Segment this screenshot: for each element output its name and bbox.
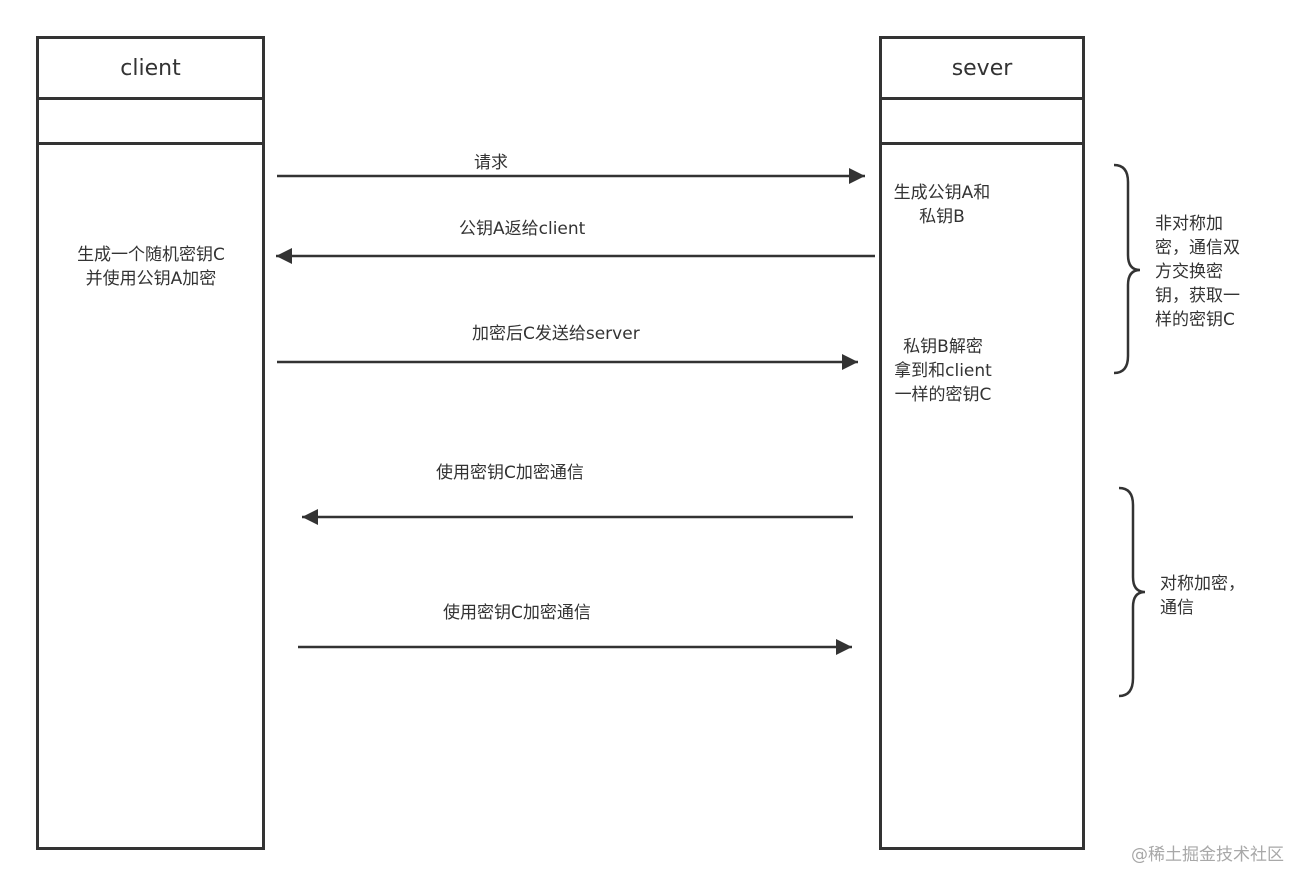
client-lane-subheader: [39, 100, 262, 145]
brace-note-line: 样的密钥C: [1155, 310, 1235, 330]
brace-note-symmetric: 对称加密， 通信: [1160, 572, 1245, 620]
brace-note-asymmetric: 非对称加 密，通信双 方交换密 钥，获取一 样的密钥C: [1155, 212, 1240, 332]
brace-asymmetric: [1113, 163, 1141, 375]
client-note: 生成一个随机密钥C 并使用公钥A加密: [56, 243, 246, 291]
brace-note-line: 密，通信双: [1155, 238, 1240, 258]
server-note-keygen: 生成公钥A和 私钥B: [880, 181, 1004, 229]
watermark: @稀土掘金技术社区: [1131, 845, 1284, 865]
server-lane-subheader: [882, 100, 1082, 145]
client-note-line: 生成一个随机密钥C: [77, 245, 225, 265]
brace-symmetric: [1118, 486, 1146, 698]
client-note-line: 并使用公钥A加密: [85, 269, 217, 289]
client-lane: client: [36, 36, 265, 850]
message-label-public-key-return: 公钥A返给client: [459, 219, 586, 239]
server-note-line: 私钥B: [919, 207, 965, 227]
brace-note-line: 方交换密: [1155, 262, 1223, 282]
brace-note-line: 通信: [1160, 598, 1194, 618]
server-note-line: 一样的密钥C: [894, 385, 992, 405]
client-lane-title: client: [39, 39, 262, 100]
server-lane-title: sever: [882, 39, 1082, 100]
brace-note-line: 非对称加: [1155, 214, 1223, 234]
brace-note-line: 钥，获取一: [1155, 286, 1240, 306]
message-label-encrypted-key-send: 加密后C发送给server: [472, 324, 640, 344]
server-note-line: 私钥B解密: [903, 337, 983, 357]
server-lane: sever: [879, 36, 1085, 850]
server-note-line: 拿到和client: [894, 361, 992, 381]
message-label-request: 请求: [474, 153, 508, 173]
server-note-line: 生成公钥A和: [893, 183, 991, 203]
brace-note-line: 对称加密，: [1160, 574, 1245, 594]
server-note-decrypt: 私钥B解密 拿到和client 一样的密钥C: [880, 335, 1006, 407]
message-label-comm-to-client: 使用密钥C加密通信: [436, 463, 584, 483]
message-label-comm-to-server: 使用密钥C加密通信: [443, 603, 591, 623]
